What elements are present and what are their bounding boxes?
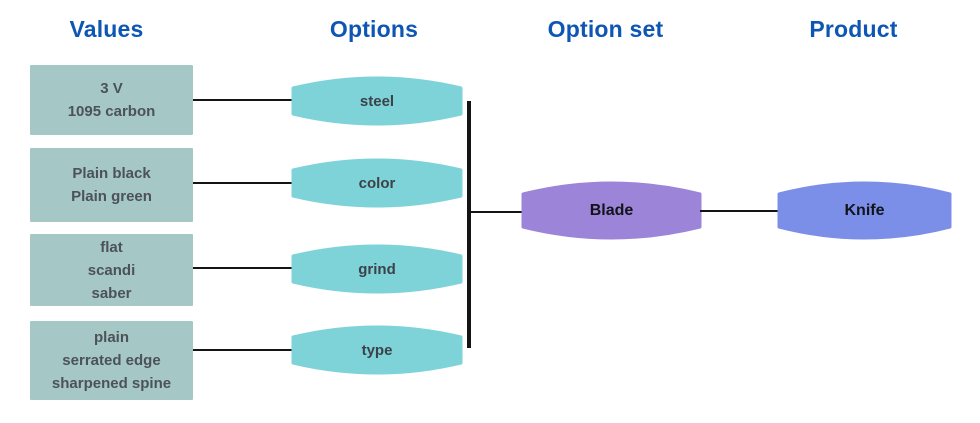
lens-shape bbox=[521, 181, 702, 240]
value-line: scandi bbox=[87, 261, 136, 279]
lens-shape bbox=[291, 76, 463, 126]
option-node-type: type bbox=[291, 325, 463, 375]
product-node-knife: Knife bbox=[777, 181, 952, 240]
connector-values-steel bbox=[193, 99, 293, 101]
option-node-color: color bbox=[291, 158, 463, 208]
option-node-grind: grind bbox=[291, 244, 463, 294]
connector-junction-blade bbox=[471, 211, 523, 213]
option-set-label: Blade bbox=[589, 201, 634, 219]
option-label: steel bbox=[359, 92, 395, 110]
lens-shape bbox=[291, 325, 463, 375]
connector-values-grind bbox=[193, 267, 293, 269]
value-box-steel: 3 V 1095 carbon bbox=[30, 65, 193, 135]
connector-values-type bbox=[193, 349, 293, 351]
value-line: Plain green bbox=[71, 188, 152, 205]
lens-shape bbox=[291, 244, 463, 294]
value-line: 3 V bbox=[100, 80, 123, 97]
lens-shape bbox=[777, 181, 952, 240]
value-line: Plain black bbox=[72, 165, 151, 182]
connector-blade-knife bbox=[700, 210, 779, 212]
lens-shape bbox=[291, 158, 463, 208]
column-header-values: Values bbox=[69, 16, 144, 42]
options-junction-bar bbox=[467, 101, 471, 348]
value-line: sharpened spine bbox=[51, 375, 172, 392]
value-line: 1095 carbon bbox=[67, 103, 156, 120]
option-set-node-blade: Blade bbox=[521, 181, 702, 240]
value-box-grind: flat scandi saber bbox=[30, 234, 193, 306]
option-node-steel: steel bbox=[291, 76, 463, 126]
product-label: Knife bbox=[844, 201, 885, 219]
option-label: grind bbox=[358, 260, 396, 278]
column-header-option-set: Option set bbox=[547, 16, 664, 42]
option-label: type bbox=[361, 341, 393, 359]
value-box-type: plain serrated edge sharpened spine bbox=[30, 321, 193, 400]
value-box-color: Plain black Plain green bbox=[30, 148, 193, 222]
value-line: flat bbox=[100, 238, 123, 256]
column-header-options: Options bbox=[329, 16, 419, 42]
column-header-product: Product bbox=[809, 16, 898, 42]
value-line: plain bbox=[93, 329, 129, 346]
value-line: saber bbox=[91, 284, 132, 302]
connector-values-color bbox=[193, 182, 293, 184]
value-line: serrated edge bbox=[62, 352, 161, 369]
option-label: color bbox=[358, 174, 396, 192]
